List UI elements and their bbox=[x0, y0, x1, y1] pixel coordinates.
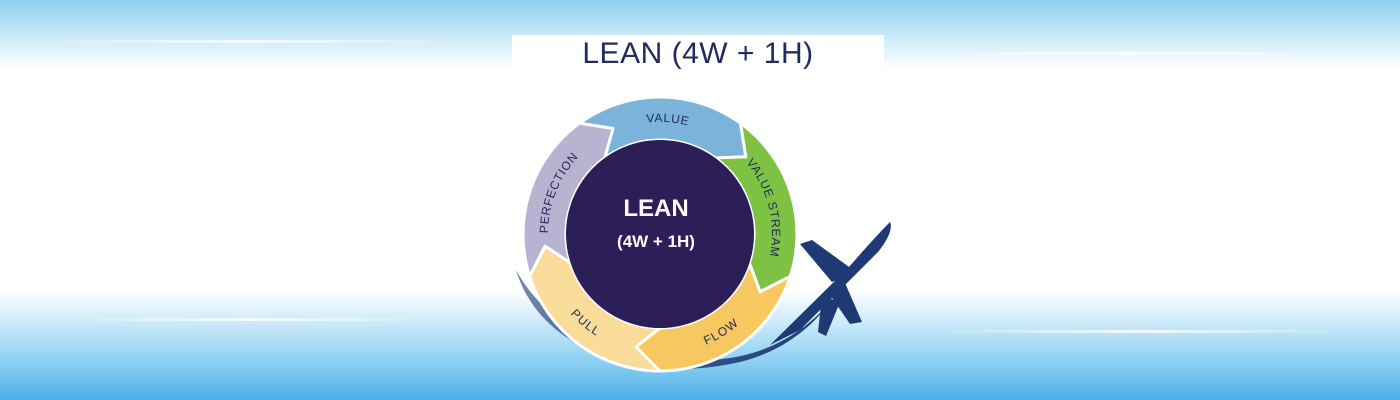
center-circle bbox=[566, 140, 754, 328]
light-streak bbox=[40, 40, 460, 43]
light-streak bbox=[60, 318, 440, 321]
center-title: LEAN bbox=[623, 195, 688, 222]
title-banner: LEAN (4W + 1H) bbox=[512, 35, 884, 72]
airplane-icon bbox=[770, 222, 891, 345]
light-streak bbox=[900, 52, 1360, 55]
light-streak bbox=[930, 330, 1350, 333]
center-subtitle: (4W + 1H) bbox=[617, 232, 695, 251]
segment-label-value: VALUE bbox=[646, 111, 691, 129]
page-title: LEAN (4W + 1H) bbox=[582, 36, 814, 70]
